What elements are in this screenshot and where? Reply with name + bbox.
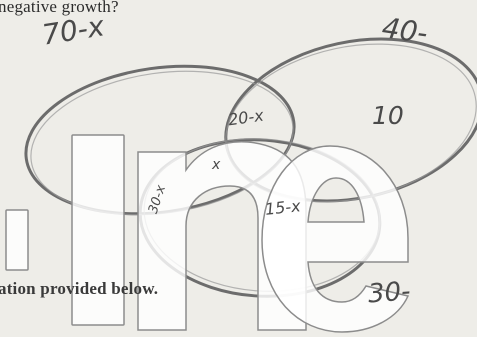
handwritten-label-top-right: 40- bbox=[379, 10, 430, 51]
watermark-letters bbox=[5, 134, 410, 333]
handwritten-label-bottom-right: 30- bbox=[367, 276, 412, 310]
instruction-text: ation provided below. bbox=[0, 279, 159, 298]
question-text: negative growth? bbox=[0, 0, 119, 16]
handwritten-label-right-region: 10 bbox=[372, 101, 404, 130]
watermark-i-stem bbox=[71, 134, 125, 326]
handwritten-label-right-lower: 15-x bbox=[264, 196, 302, 219]
handwritten-label-middle: x bbox=[212, 157, 221, 173]
watermark-i-dot bbox=[5, 209, 29, 271]
watermark-e bbox=[261, 145, 410, 333]
